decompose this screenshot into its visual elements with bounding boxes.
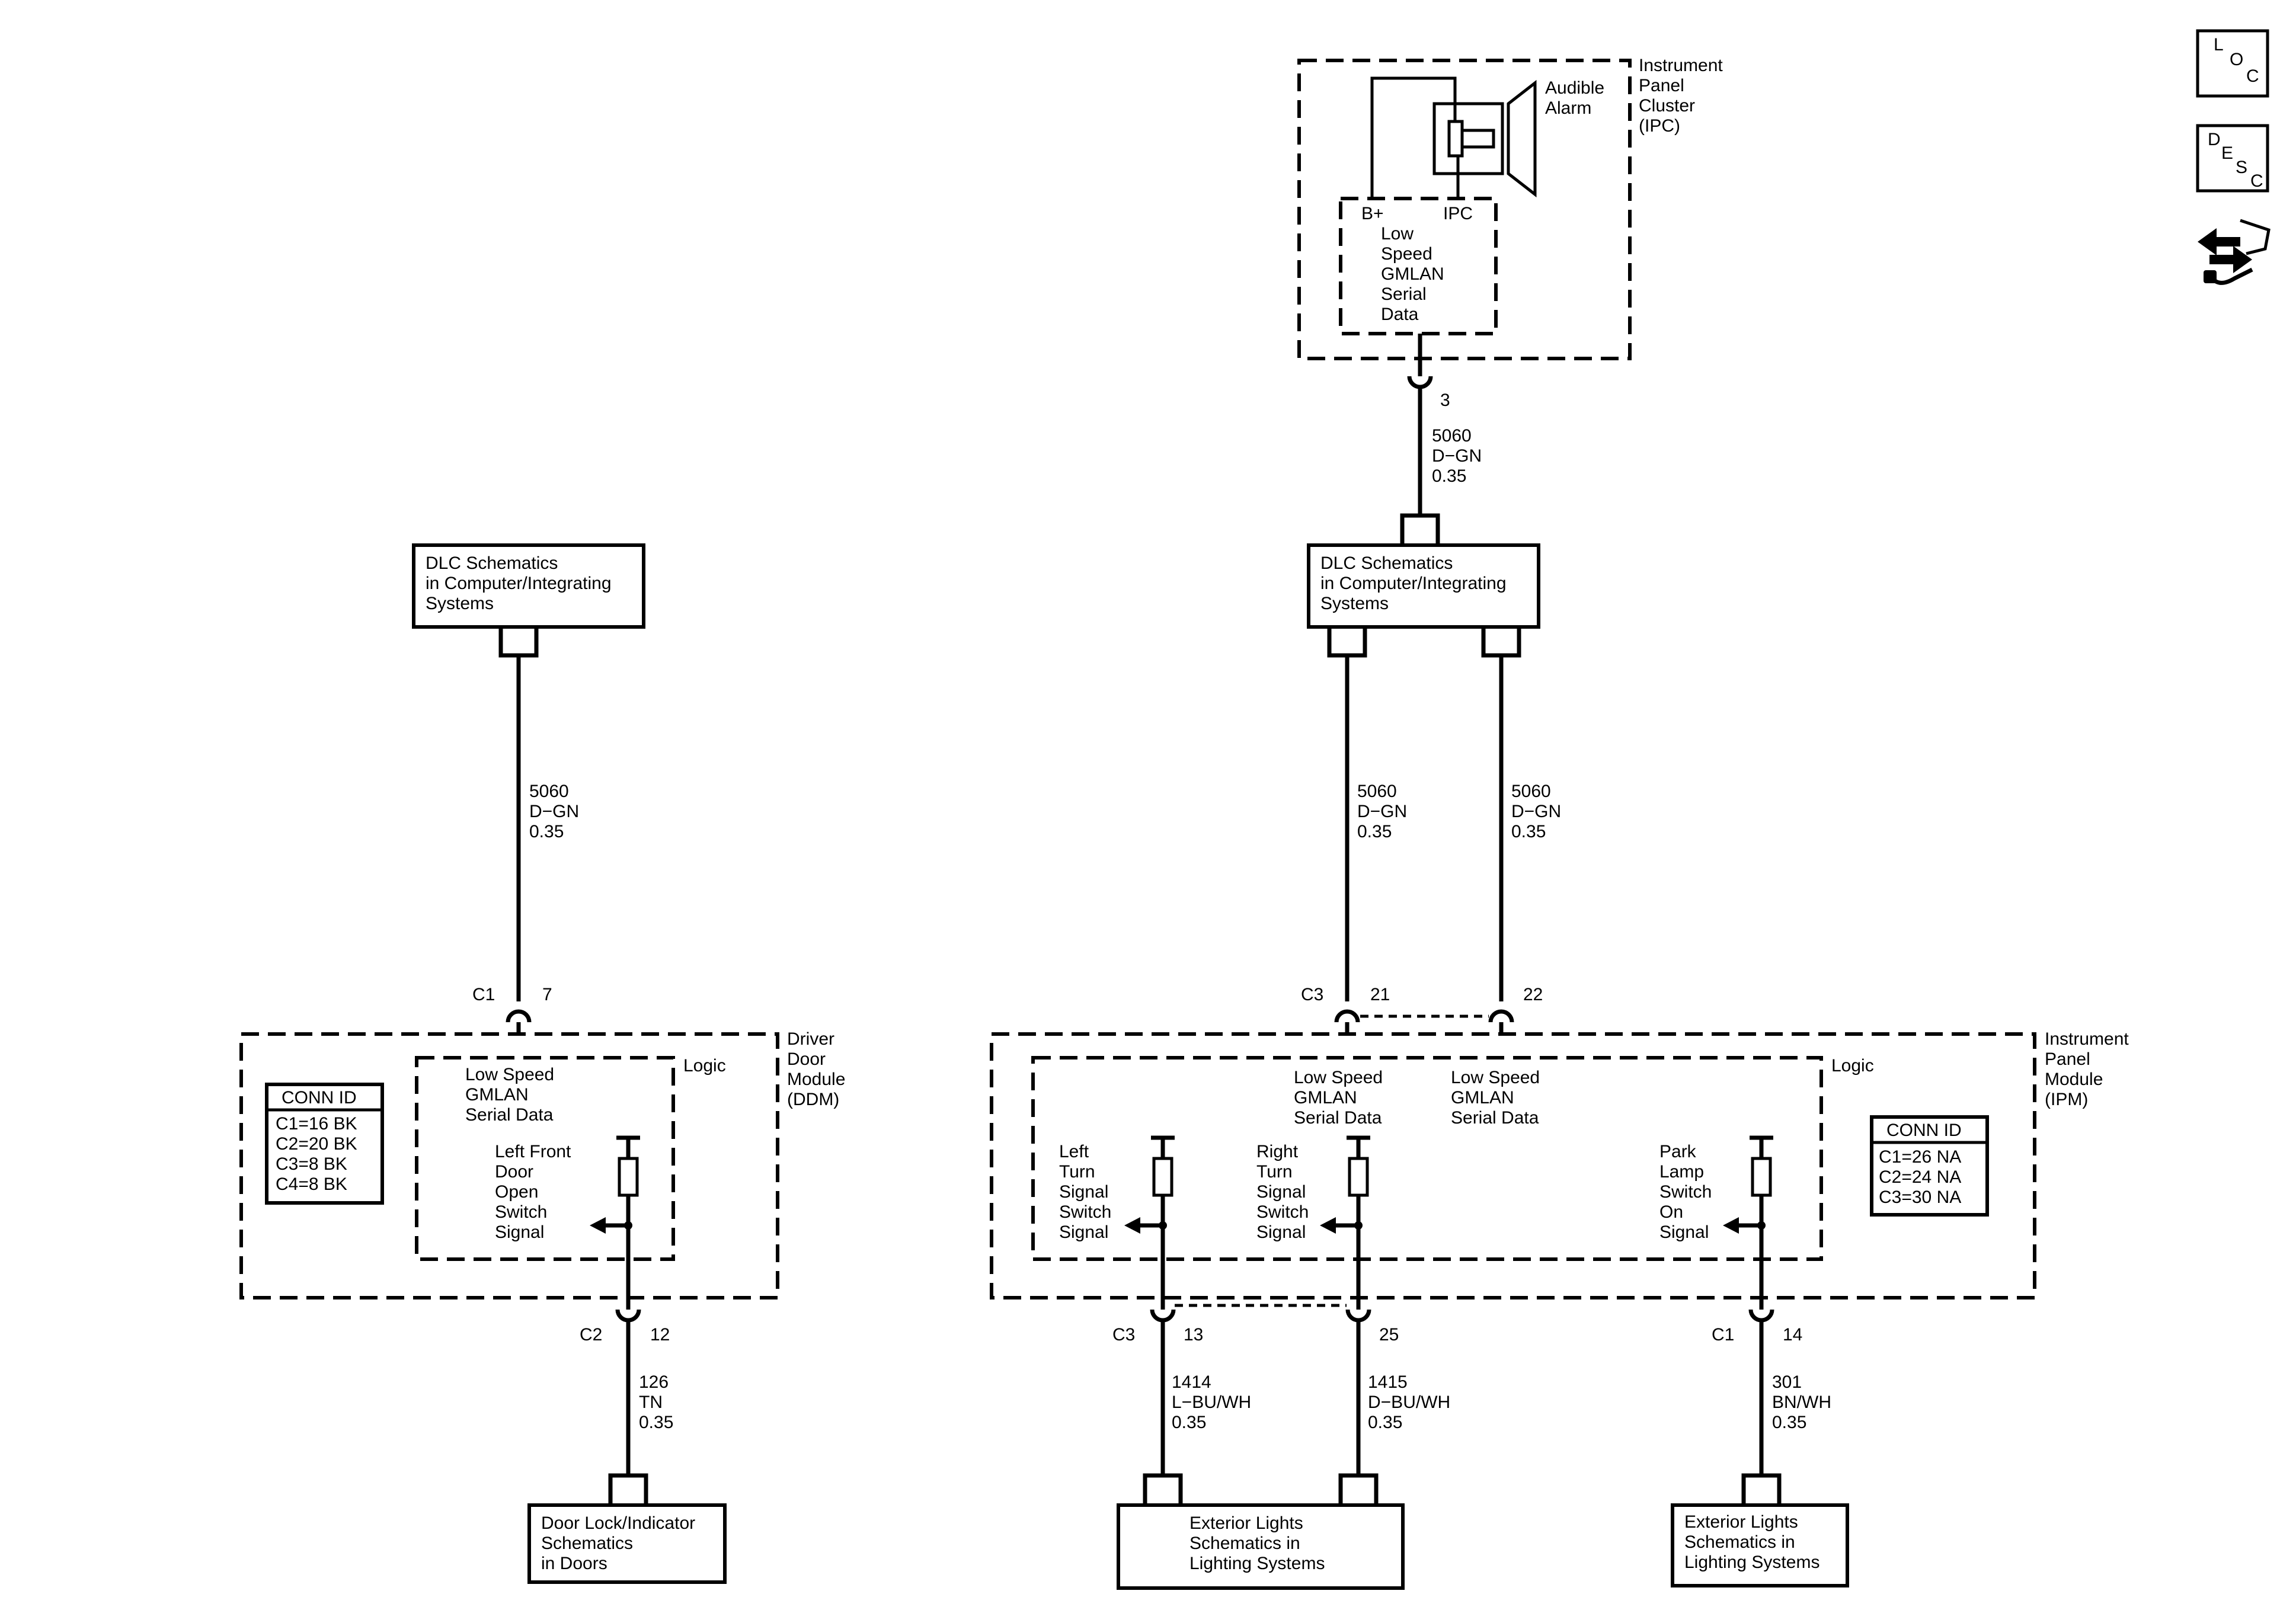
ipm-left-turn-label: Left Turn Signal Switch Signal	[1059, 1142, 1117, 1242]
ipm-conn-bottom-c: C1	[1712, 1325, 1734, 1345]
svg-text:C: C	[2246, 66, 2259, 86]
ddm-module: Driver Door Module (DDM) Logic Low Speed…	[239, 1029, 850, 1310]
ipm-conn-id-table	[1870, 1115, 1989, 1217]
ddm-pin-12: 12	[650, 1325, 670, 1345]
ipc-gmlan-label: Low Speed GMLAN Serial Data	[1381, 224, 1449, 324]
ddm-switch-signal-label: Left Front Door Open Switch Signal	[495, 1142, 576, 1242]
ipm-to-exterior-circuits	[1143, 1304, 1782, 1505]
ipc-label: Instrument Panel Cluster (IPC)	[1639, 56, 1728, 136]
svg-text:E: E	[2221, 143, 2233, 163]
ipc-pin-3: 3	[1440, 391, 1450, 410]
door-lock-schematics[interactable]: Door Lock/Indicator Schematics in Doors	[527, 1503, 727, 1584]
ddm-to-door-circuit	[608, 1309, 648, 1505]
b-plus-label: B+	[1361, 204, 1384, 223]
alarm-feed-wire	[1370, 76, 1457, 199]
wire-label-dlc-ipm-a: 5060 D−GN 0.35	[1357, 782, 1412, 841]
ipc-gmlan-dashed-box	[1339, 197, 1498, 335]
wire-label-ipm-ext-c: 301 BN/WH 0.35	[1772, 1372, 1836, 1432]
ddm-conn-id-title: CONN ID	[282, 1088, 357, 1108]
ipm-right-turn-pullup	[1320, 1135, 1370, 1310]
exterior-lights-schematics-a[interactable]: Exterior Lights Schematics in Lighting S…	[1117, 1503, 1405, 1590]
ddm-label: Driver Door Module (DDM)	[787, 1029, 850, 1109]
ipc-to-dlc-circuit	[1400, 334, 1440, 545]
ddm-pullup-resistor	[590, 1135, 640, 1310]
ipm-gmlan-a-label: Low Speed GMLAN Serial Data	[1294, 1068, 1387, 1128]
ddm-conn-id-table	[265, 1083, 384, 1205]
ipm-dashed-border	[990, 1032, 2036, 1299]
ddm-conn-top: C1	[472, 985, 495, 1004]
wire-label-ipm-ext-b: 1415 D−BU/WH 0.35	[1368, 1372, 1456, 1432]
svg-text:O: O	[2230, 50, 2243, 69]
audible-alarm-label: Audible Alarm	[1545, 78, 1609, 118]
exterior-lights-schematics-b[interactable]: Exterior Lights Schematics in Lighting S…	[1671, 1503, 1849, 1587]
ipm-conn-id-list: C1=26 NA C2=24 NA C3=30 NA	[1879, 1147, 1965, 1207]
ipm-pin-13: 13	[1184, 1325, 1203, 1345]
ipc-module: Instrument Panel Cluster (IPC) Audible A…	[1297, 56, 1728, 360]
exterior-lights-b-label: Exterior Lights Schematics in Lighting S…	[1684, 1512, 1819, 1572]
exterior-lights-a-label: Exterior Lights Schematics in Lighting S…	[1189, 1513, 1325, 1573]
connector-repair-icon[interactable]	[2198, 219, 2271, 285]
ipm-logic-label: Logic	[1831, 1056, 1874, 1076]
ipm-pin-22: 22	[1523, 985, 1543, 1004]
ddm-conn-id-list: C1=16 BK C2=20 BK C3=8 BK C4=8 BK	[276, 1114, 362, 1194]
dlc-left-label: DLC Schematics in Computer/Integrating S…	[426, 553, 616, 613]
ipm-park-lamp-pullup	[1723, 1135, 1773, 1310]
loc-icon[interactable]: L O C	[2196, 29, 2269, 98]
ipm-pin-21: 21	[1370, 985, 1390, 1004]
ddm-conn-bottom: C2	[580, 1325, 602, 1345]
dlc-schematics-center[interactable]: DLC Schematics in Computer/Integrating S…	[1307, 543, 1540, 629]
wire-label-ddm-door: 126 TN 0.35	[639, 1372, 673, 1432]
ipm-conn-top: C3	[1301, 985, 1323, 1004]
ipm-right-turn-label: Right Turn Signal Switch Signal	[1256, 1142, 1314, 1242]
svg-text:S: S	[2236, 158, 2247, 177]
audible-alarm-icon	[1432, 79, 1537, 198]
ddm-logic-label: Logic	[683, 1056, 726, 1076]
ipm-logic-dashed-box	[1031, 1056, 1823, 1261]
svg-text:L: L	[2214, 35, 2224, 55]
ipm-pin-25: 25	[1379, 1325, 1399, 1345]
ipm-gmlan-b-label: Low Speed GMLAN Serial Data	[1451, 1068, 1544, 1128]
svg-text:D: D	[2208, 130, 2221, 149]
desc-icon[interactable]: D E S C	[2196, 124, 2269, 193]
ipm-label: Instrument Panel Module (IPM)	[2045, 1029, 2134, 1109]
dlc-to-ddm-circuit	[498, 627, 539, 1034]
svg-text:C: C	[2250, 171, 2263, 191]
ddm-dashed-border	[239, 1032, 779, 1299]
ddm-logic-dashed-box	[415, 1056, 675, 1261]
wire-label-ipc-dlc: 5060 D−GN 0.35	[1432, 426, 1487, 486]
ipm-pin-14: 14	[1783, 1325, 1802, 1345]
ddm-gmlan-label: Low Speed GMLAN Serial Data	[465, 1065, 559, 1125]
ipm-module: Instrument Panel Module (IPM) Logic Low …	[990, 1029, 2134, 1310]
dlc-schematics-left[interactable]: DLC Schematics in Computer/Integrating S…	[412, 543, 645, 629]
ipc-dashed-border	[1297, 59, 1632, 360]
dlc-to-ipm-circuit	[1327, 627, 1521, 1034]
ipm-conn-id-title: CONN ID	[1886, 1121, 1962, 1140]
ipc-tag-label: IPC	[1443, 204, 1473, 223]
ipm-park-lamp-label: Park Lamp Switch On Signal	[1659, 1142, 1717, 1242]
wire-label-ipm-ext-a: 1414 L−BU/WH 0.35	[1172, 1372, 1256, 1432]
wire-label-dlc-ipm-b: 5060 D−GN 0.35	[1511, 782, 1566, 841]
dlc-center-label: DLC Schematics in Computer/Integrating S…	[1320, 553, 1511, 613]
door-lock-label: Door Lock/Indicator Schematics in Doors	[541, 1513, 700, 1573]
ipm-conn-bottom-a: C3	[1112, 1325, 1135, 1345]
ddm-pin-7: 7	[542, 985, 552, 1004]
ipm-left-turn-pullup	[1124, 1135, 1175, 1310]
wire-label-dlc-ddm: 5060 D−GN 0.35	[529, 782, 584, 841]
